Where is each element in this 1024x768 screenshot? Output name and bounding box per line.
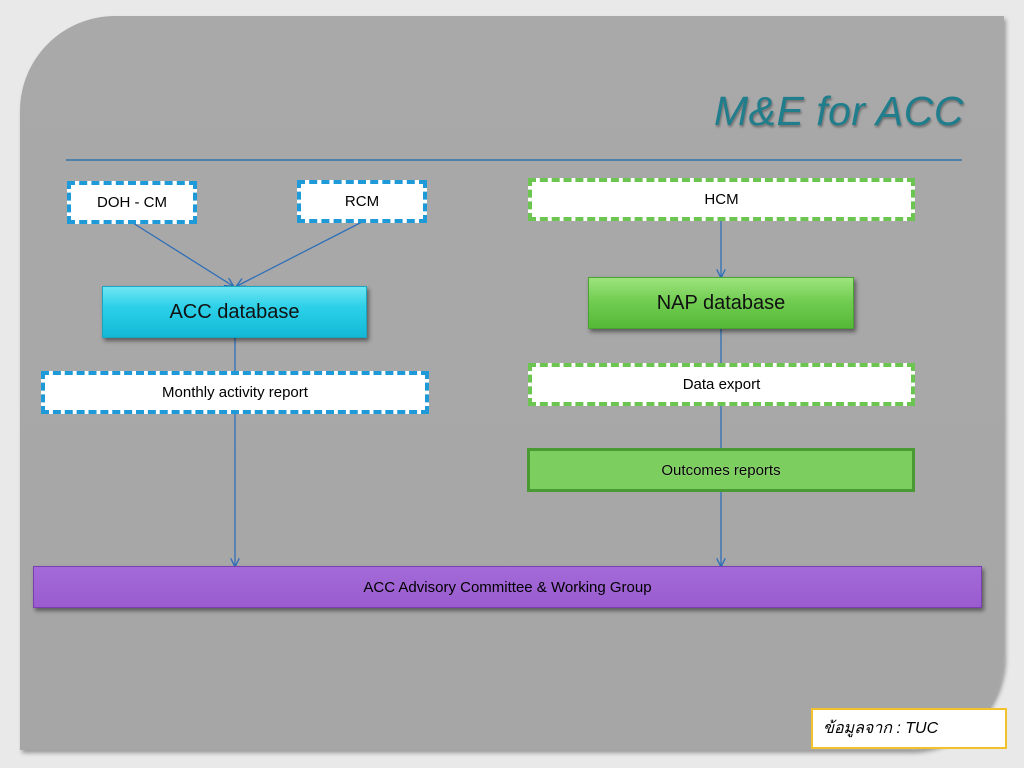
node-acc-database: ACC database <box>102 286 367 338</box>
source-note: ข้อมูลจาก : TUC <box>811 708 1007 749</box>
node-rcm: RCM <box>297 180 427 223</box>
node-data-export: Data export <box>528 363 915 406</box>
source-note-text: ข้อมูลจาก : TUC <box>823 720 939 737</box>
node-committee: ACC Advisory Committee & Working Group <box>33 566 982 608</box>
connector-dohcm-to-accdb <box>132 222 233 286</box>
node-acc-database-label: ACC database <box>169 300 300 323</box>
node-hcm: HCM <box>528 178 915 221</box>
node-nap-database: NAP database <box>588 277 854 329</box>
slide-title: M&E for ACC <box>713 88 964 134</box>
title-divider <box>66 159 962 161</box>
node-rcm-label: RCM <box>344 193 380 210</box>
node-committee-label: ACC Advisory Committee & Working Group <box>363 578 652 596</box>
node-outcomes-reports: Outcomes reports <box>527 448 915 492</box>
node-doh-cm-label: DOH - CM <box>97 194 167 211</box>
node-monthly-activity-report: Monthly activity report <box>41 371 429 414</box>
node-outcomes-reports-label: Outcomes reports <box>661 461 781 479</box>
node-hcm-label: HCM <box>704 191 739 208</box>
node-monthly-activity-report-label: Monthly activity report <box>162 384 308 401</box>
node-nap-database-label: NAP database <box>656 291 786 314</box>
node-doh-cm: DOH - CM <box>67 181 197 224</box>
node-data-export-label: Data export <box>682 376 761 393</box>
connector-rcm-to-accdb <box>237 221 363 286</box>
